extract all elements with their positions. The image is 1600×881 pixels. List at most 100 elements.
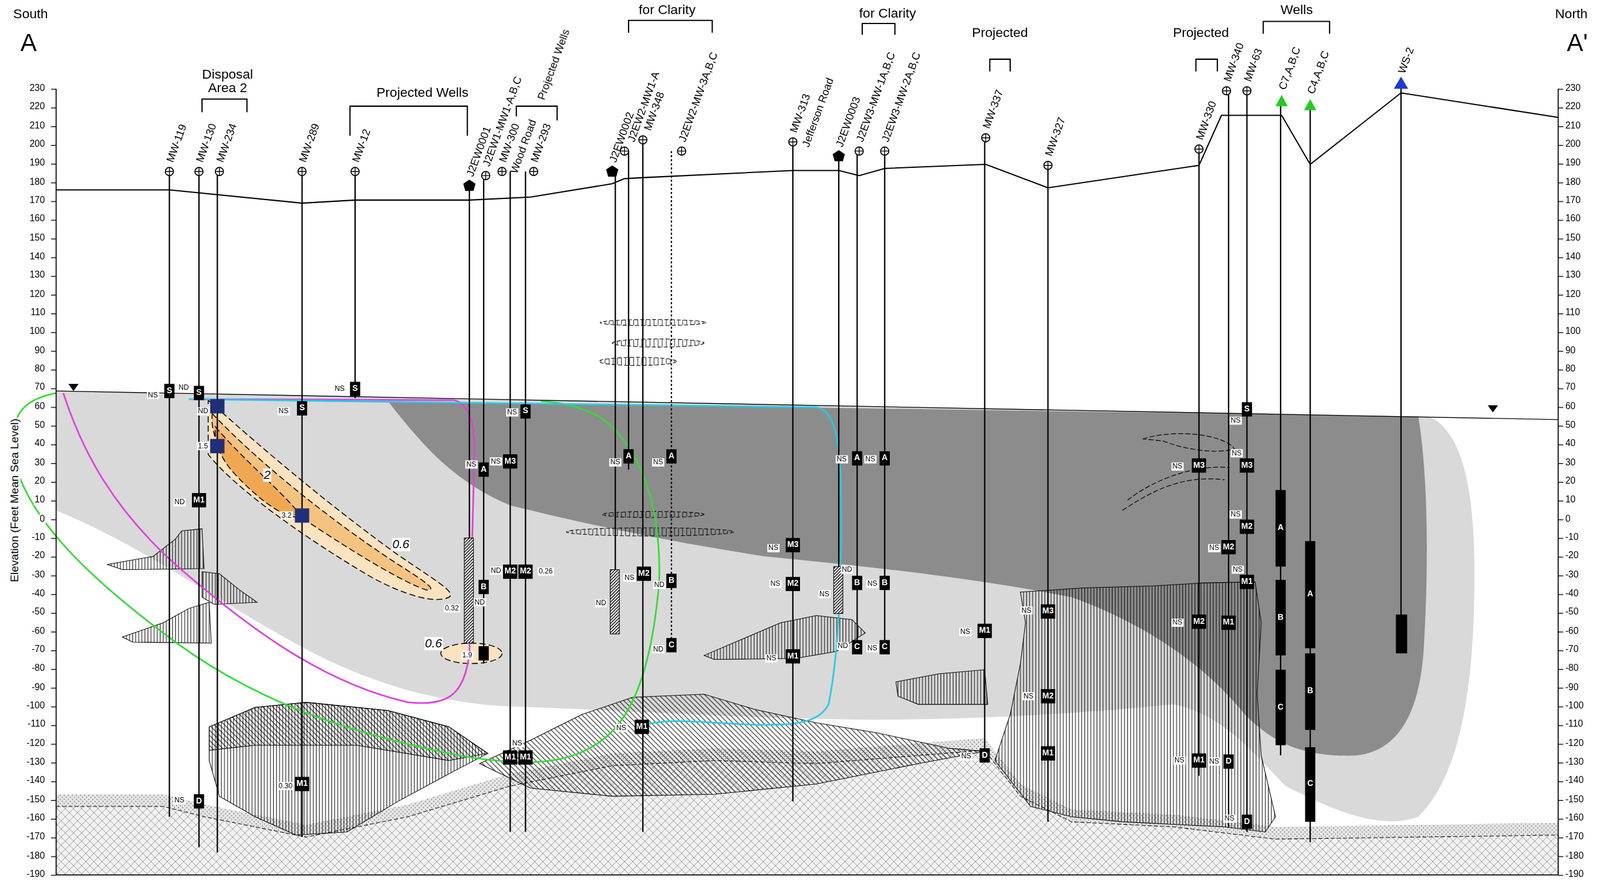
sample-result: 0.26 <box>537 567 554 576</box>
well-name: MW-119 <box>164 122 189 164</box>
contour-value: 2 <box>262 467 272 482</box>
sample-result: NS <box>765 654 778 663</box>
screen-label: M2 <box>504 567 516 576</box>
elevation-tick: -130 <box>1564 757 1585 768</box>
axis-title: Elevation (Feet Mean Sea Level) <box>8 417 21 583</box>
elevation-tick: -150 <box>1564 794 1585 805</box>
sample-result: ND <box>595 599 608 608</box>
screen-label: A <box>881 454 888 463</box>
screen-interval: M2 <box>503 564 518 579</box>
screen-label: S <box>299 404 305 413</box>
well-name: J2EW2-MW-3A,B,C <box>676 50 721 144</box>
elevation-tick: 170 <box>1564 196 1582 207</box>
screen-interval: C <box>1305 746 1316 822</box>
elevation-tick: 150 <box>28 233 47 244</box>
elevation-tick: 60 <box>1564 402 1577 413</box>
contour-value: 0.6 <box>423 636 443 650</box>
screen-label: M1 <box>1193 756 1205 765</box>
screen-label: S <box>1244 404 1250 414</box>
sample-result: ND <box>473 598 486 607</box>
screen-label: S <box>522 407 529 416</box>
screen-interval: D <box>1223 754 1234 769</box>
elevation-tick: 100 <box>28 326 47 337</box>
elevation-tick: 120 <box>1564 289 1582 300</box>
elevation-tick: 220 <box>1564 102 1582 113</box>
elevation-tick: 220 <box>28 102 47 113</box>
screen-interval: C <box>879 640 890 655</box>
screen-label: M1 <box>1223 618 1235 627</box>
screen-label: M3 <box>1042 607 1054 616</box>
sample-result: NS <box>465 460 478 469</box>
elevation-tick: 70 <box>1564 383 1577 394</box>
screen-label: M1 <box>504 753 516 762</box>
elevation-tick: 10 <box>33 495 46 506</box>
sample-result: ND <box>489 566 502 575</box>
elevation-tick: 40 <box>1564 439 1577 450</box>
sample-result: ND <box>177 383 191 393</box>
group-heading: Projected Wells <box>376 85 469 101</box>
area-heading: Disposal Area 2 <box>196 66 260 95</box>
screen-interval: M1 <box>503 750 518 765</box>
group-heading: for Clarity <box>859 5 917 21</box>
screen-label: M3 <box>1241 461 1253 470</box>
sample-result: NS <box>767 544 779 553</box>
screen-interval: S <box>164 383 175 398</box>
elevation-tick: 50 <box>1564 420 1577 431</box>
screen-label: C <box>881 643 888 652</box>
screen-interval: D <box>979 748 990 763</box>
screen-label: M1 <box>1042 749 1054 758</box>
elevation-tick: 130 <box>1564 270 1582 281</box>
sample-result: NS <box>1020 606 1033 615</box>
elevation-tick: -90 <box>30 682 46 693</box>
sample-result: ND <box>841 565 854 575</box>
well-name: Projected Wells <box>535 27 573 102</box>
screen-interval: S <box>296 401 307 416</box>
elevation-tick: 70 <box>33 383 46 394</box>
elevation-tick: 170 <box>28 196 47 207</box>
sample-result: NS <box>615 723 627 732</box>
screen-interval: C <box>666 638 677 653</box>
screen-interval: C <box>852 640 863 655</box>
screen-label: A <box>1307 589 1313 599</box>
elevation-tick: -190 <box>1564 869 1585 880</box>
screen-label: C <box>853 643 860 652</box>
screen-interval: A <box>879 451 890 466</box>
well-name: MW-330 <box>1193 99 1219 142</box>
elevation-tick: -180 <box>25 851 46 862</box>
screen-label: D <box>196 797 202 806</box>
screen-label: S <box>166 386 172 396</box>
elevation-tick: -20 <box>1564 551 1580 562</box>
screen-label: M3 <box>1193 461 1205 470</box>
elevation-tick: 180 <box>1564 177 1582 188</box>
elevation-tick: -50 <box>1564 607 1580 618</box>
well-name: MW-289 <box>296 122 322 164</box>
elevation-tick: 50 <box>33 420 46 431</box>
elevation-tick: 200 <box>1564 139 1582 150</box>
sample-result: NS <box>1229 416 1242 425</box>
screen-label: D <box>1243 817 1250 826</box>
screen-label: M1 <box>636 722 648 731</box>
screen-label: M2 <box>787 579 799 589</box>
sample-result: NS <box>1231 565 1244 575</box>
sample-result: 0.30 <box>277 781 294 791</box>
elevation-tick: -140 <box>25 775 46 786</box>
elevation-tick: -70 <box>1564 645 1580 656</box>
elevation-tick: -110 <box>1564 720 1585 731</box>
sample-result: 0.32 <box>443 604 460 613</box>
sample-result: NS <box>1229 510 1242 519</box>
elevation-tick: -160 <box>25 813 46 824</box>
screen-interval: A <box>1305 540 1316 648</box>
elevation-tick: -60 <box>30 626 46 637</box>
elevation-tick: 130 <box>28 270 47 281</box>
sample-result: NS <box>835 455 848 464</box>
elevation-tick: 120 <box>28 289 47 300</box>
sample-result: NS <box>1207 544 1220 553</box>
sample-result: NS <box>960 752 972 761</box>
screen-label: B <box>1277 613 1284 622</box>
screen-interval: M3 <box>1192 458 1207 473</box>
elevation-tick: 80 <box>33 364 46 375</box>
screen-interval: M3 <box>785 538 800 553</box>
elevation-tick: 0 <box>38 514 46 525</box>
screen-interval: C <box>1275 669 1286 746</box>
